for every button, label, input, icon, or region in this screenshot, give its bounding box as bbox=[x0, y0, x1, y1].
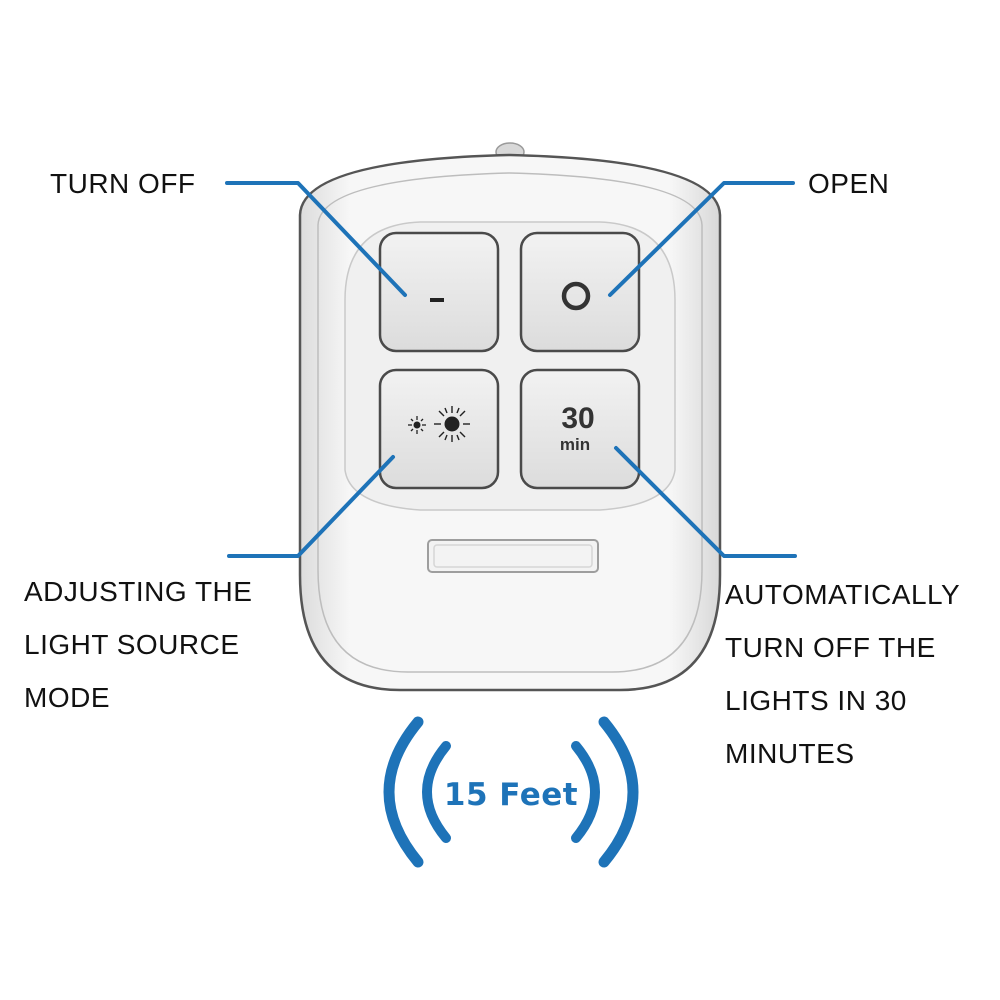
turn-off-button[interactable] bbox=[378, 231, 500, 353]
callout-adjust-line: MODE bbox=[24, 682, 110, 713]
timer-button[interactable]: 30 min bbox=[519, 368, 641, 490]
callout-auto-line: AUTOMATICALLY bbox=[725, 579, 961, 610]
leader-line-open bbox=[608, 181, 795, 297]
timer-value: 30 bbox=[561, 402, 594, 435]
remote-inner-rim bbox=[317, 172, 703, 673]
callout-auto-off: AUTOMATICALLY TURN OFF THE LIGHTS IN 30 … bbox=[725, 568, 960, 780]
callout-auto-line: TURN OFF THE bbox=[725, 632, 936, 663]
callout-adjust-line: ADJUSTING THE bbox=[24, 576, 253, 607]
range-label: 15 Feet bbox=[443, 777, 579, 813]
callout-adjust-line: LIGHT SOURCE bbox=[24, 629, 240, 660]
callout-auto-line: LIGHTS IN 30 bbox=[725, 685, 907, 716]
callout-turn-off: TURN OFF bbox=[50, 157, 196, 210]
mode-button[interactable] bbox=[378, 368, 500, 490]
signal-waves-icon bbox=[383, 716, 639, 868]
callout-turn-off-text: TURN OFF bbox=[50, 168, 196, 199]
minus-icon bbox=[430, 298, 444, 302]
callout-adjust-mode: ADJUSTING THE LIGHT SOURCE MODE bbox=[24, 565, 252, 724]
battery-slot bbox=[427, 539, 599, 573]
callout-open-text: OPEN bbox=[808, 168, 890, 199]
brightness-icon bbox=[408, 406, 470, 442]
callout-open: OPEN bbox=[808, 157, 889, 210]
timer-unit: min bbox=[560, 435, 590, 454]
leader-line-adjust bbox=[227, 455, 395, 558]
leader-line-turn-off bbox=[225, 181, 407, 297]
open-button[interactable] bbox=[519, 231, 641, 353]
callout-auto-line: MINUTES bbox=[725, 738, 855, 769]
leader-line-auto-off bbox=[614, 446, 797, 558]
circle-icon bbox=[561, 281, 591, 311]
